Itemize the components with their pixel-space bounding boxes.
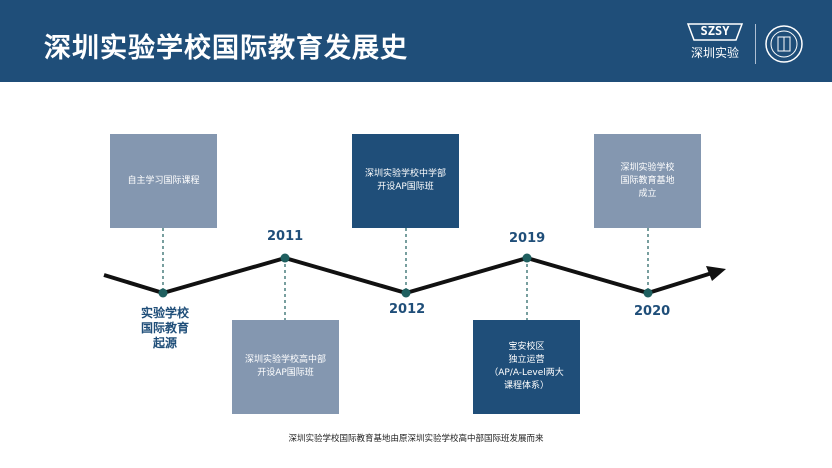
event-text: 深圳实验学校高中部 开设AP国际班 xyxy=(244,355,326,378)
event-text: 深圳实验学校 国际教育基地 成立 xyxy=(620,162,675,199)
event-box-2012: 深圳实验学校中学部 开设AP国际班 xyxy=(352,134,459,228)
logo-divider xyxy=(755,24,756,64)
event-text: 宝安校区 独立运营 （AP/A-Level两大 课程体系） xyxy=(489,342,564,391)
year-label-2019: 2019 xyxy=(509,231,546,246)
logo-mark: SZSY xyxy=(700,24,730,38)
page-title: 深圳实验学校国际教育发展史 xyxy=(44,33,408,64)
footnote: 深圳实验学校国际教育基地由原深圳实验学校高中部国际班发展而来 xyxy=(288,434,544,444)
origin-label: 实验学校 国际教育 起源 xyxy=(140,306,189,350)
event-box-origin: 自主学习国际课程 xyxy=(110,134,217,228)
header-bar: 深圳实验学校国际教育发展史 SZSY 深圳实验 xyxy=(0,0,832,82)
connector-lines xyxy=(162,228,649,320)
event-box-2019: 宝安校区 独立运营 （AP/A-Level两大 课程体系） xyxy=(473,320,580,414)
year-label-2012: 2012 xyxy=(389,302,426,317)
event-box-2020: 深圳实验学校 国际教育基地 成立 xyxy=(594,134,701,228)
timeline-path xyxy=(103,256,713,295)
timeline-nodes xyxy=(158,253,653,298)
event-text: 深圳实验学校中学部 开设AP国际班 xyxy=(364,169,446,192)
timeline-arrowhead-icon xyxy=(706,266,726,281)
logo-frame-icon xyxy=(686,23,744,41)
event-box-2011: 深圳实验学校高中部 开设AP国际班 xyxy=(232,320,339,414)
year-label-2020: 2020 xyxy=(634,304,671,319)
year-label-2011: 2011 xyxy=(267,229,304,244)
school-logo: SZSY 深圳实验 xyxy=(684,22,746,64)
logo-caption: 深圳实验 xyxy=(690,46,739,60)
event-text: 自主学习国际课程 xyxy=(127,175,200,186)
school-seal-icon xyxy=(765,25,803,63)
